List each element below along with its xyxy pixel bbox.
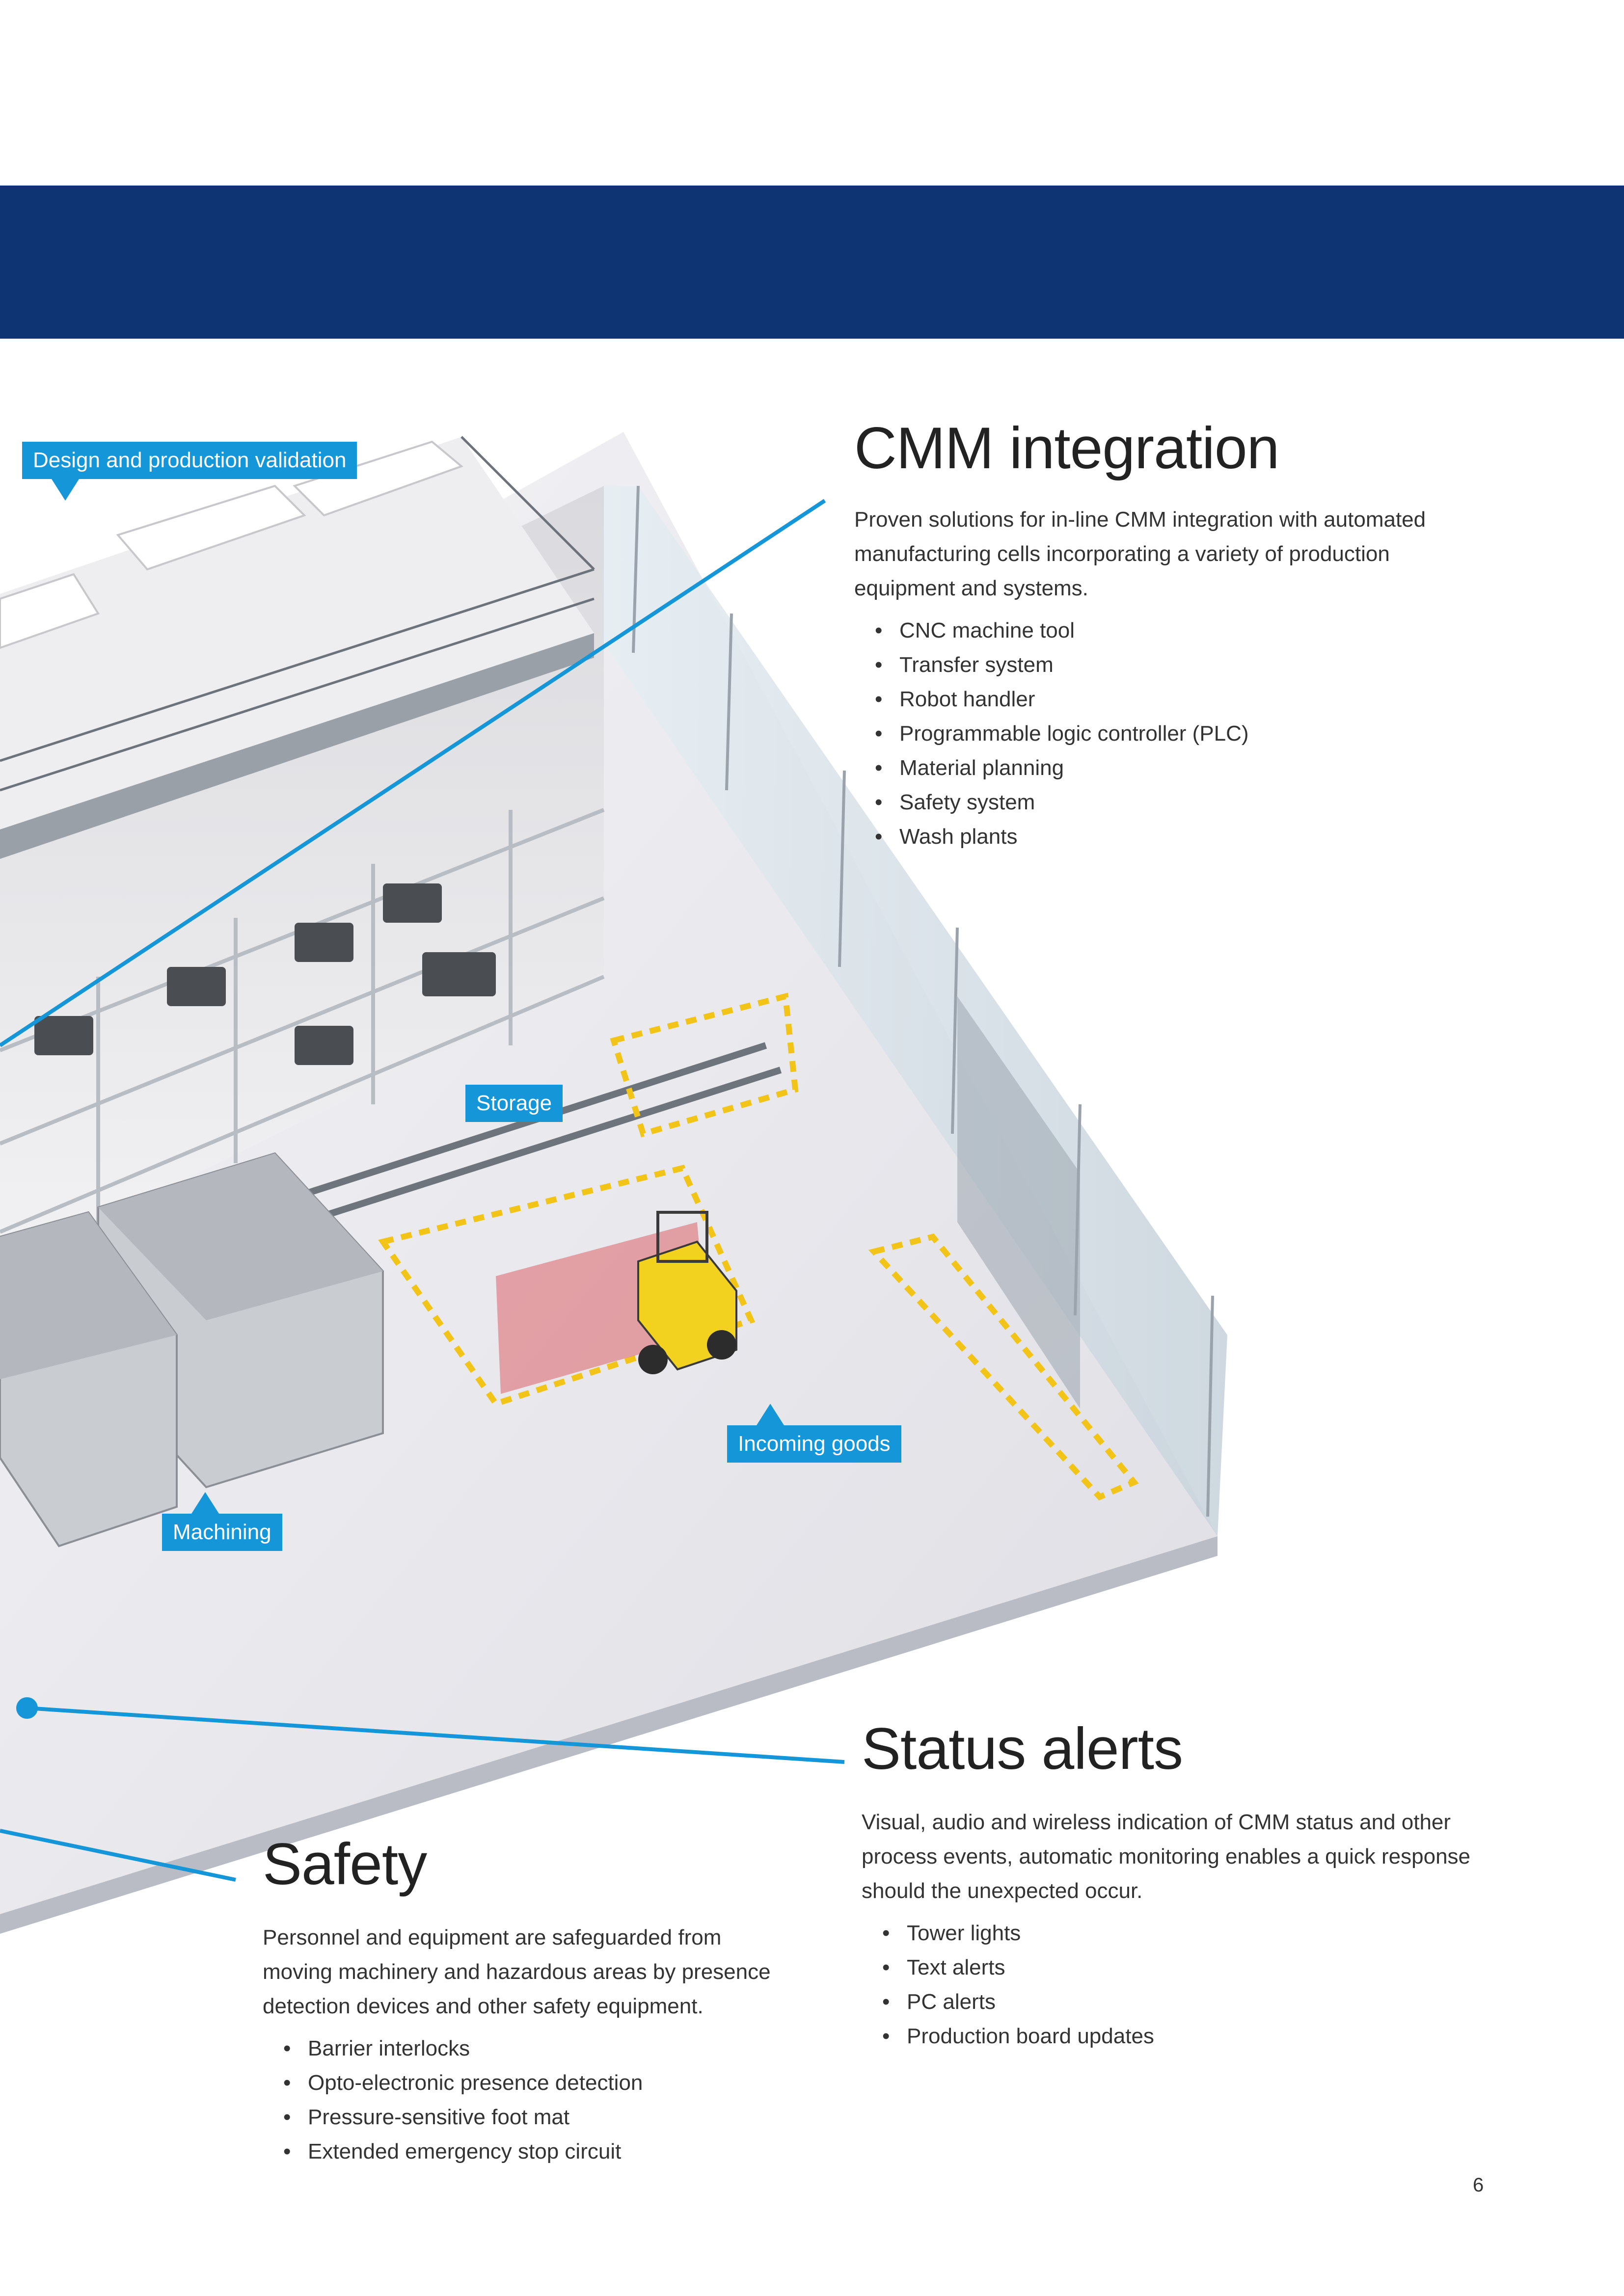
callout-connectors [0,499,845,1882]
list-item: •Programmable logic controller (PLC) [875,721,1249,746]
list-item: •Opto-electronic presence detection [283,2071,643,2095]
list-item: •Transfer system [875,653,1054,677]
list-item: •Text alerts [882,1955,1005,1979]
list-item: •Barrier interlocks [283,2036,470,2060]
mezzanine-railing [0,436,595,792]
roller-door [957,996,1080,1409]
section-body: Proven solutions for in-line CMM integra… [854,507,1426,600]
forklift [637,1211,737,1374]
section-body: Personnel and equipment are safeguarded … [263,1925,771,2018]
hazard-markings [378,992,1139,1501]
mezzanine-edge [0,633,594,859]
section-title: Status alerts [862,1716,1183,1782]
mezzanine-floor [0,437,594,829]
header-banner [0,186,1624,339]
section-title: CMM integration [854,415,1279,481]
section-body: Visual, audio and wireless indication of… [862,1810,1471,1903]
list-item: •CNC machine tool [875,618,1075,642]
list-item: •Robot handler [875,687,1035,711]
section-safety: Safety Personnel and equipment are safeg… [263,1833,783,2169]
list-item: •PC alerts [882,1990,996,2014]
callout-incoming-goods: Incoming goods [727,1404,901,1463]
machining-centers [0,1152,384,1548]
bullet-list: •Tower lights •Text alerts •PC alerts •P… [862,1916,1480,2054]
bullet-list: •CNC machine tool •Transfer system •Robo… [854,614,1468,854]
list-item: •Tower lights [882,1921,1021,1945]
list-item: •Pressure-sensitive foot mat [283,2105,570,2129]
list-item: •Production board updates [882,2024,1154,2048]
connector-dot [16,1697,38,1719]
section-status-alerts: Status alerts Visual, audio and wireless… [862,1718,1480,2054]
list-item: •Safety system [875,790,1035,814]
list-item: •Wash plants [875,825,1018,849]
bullet-list: •Barrier interlocks •Opto-electronic pre… [263,2031,783,2169]
page-number: 6 [1473,2174,1484,2196]
callout-machining: Machining [162,1492,282,1551]
floor-edge [0,1536,1218,1934]
callout-design: Design and production validation [22,442,357,501]
section-cmm-integration: CMM integration Proven solutions for in-… [854,417,1468,854]
factory-illustration [0,432,1227,1934]
office-desks [0,440,463,649]
list-item: •Extended emergency stop circuit [283,2139,622,2163]
fixtures [34,883,496,1065]
callout-storage: Storage [465,1085,563,1122]
list-item: •Material planning [875,756,1064,780]
section-title: Safety [263,1831,427,1897]
